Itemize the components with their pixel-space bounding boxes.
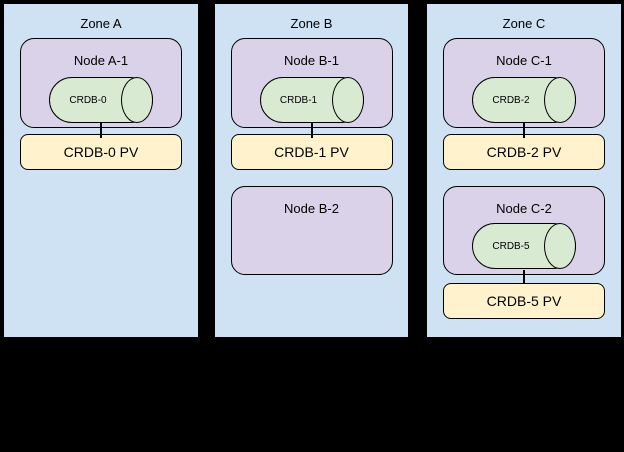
node-b-2-title: Node B-2	[284, 201, 339, 216]
crdb-1-pv: CRDB-1 PV	[230, 134, 393, 170]
crdb-0-pv: CRDB-0 PV	[20, 134, 182, 170]
node-a-1-title: Node A-1	[73, 53, 129, 68]
crdb-2-pv: CRDB-2 PV	[443, 134, 605, 170]
crdb-5-database-cylinder-icon: CRDB-5	[472, 223, 576, 269]
zone-c-title: Zone C	[502, 16, 546, 31]
node-b-2: Node B-2	[230, 186, 393, 275]
crdb-0-label: CRDB-0	[69, 94, 107, 106]
node-b-1: Node B-1 CRDB-1	[230, 38, 393, 128]
cylinder-cap	[331, 77, 364, 123]
cylinder-cap	[544, 223, 576, 269]
crdb-1-database-cylinder-icon: CRDB-1	[259, 77, 364, 123]
crdb-0-database-cylinder-icon: CRDB-0	[49, 77, 153, 123]
cylinder-cap	[544, 77, 576, 123]
node-c-1-title: Node C-1	[496, 53, 552, 68]
connector-crdb-5-to-pv	[523, 270, 525, 283]
crdb-5-pv: CRDB-5 PV	[443, 283, 605, 319]
zone-a-title: Zone A	[80, 16, 122, 31]
crdb-2-database-cylinder-icon: CRDB-2	[472, 77, 576, 123]
zone-b-title: Zone B	[290, 16, 333, 31]
connector-crdb-1-to-pv	[310, 123, 313, 138]
crdb-1-label: CRDB-1	[279, 94, 318, 106]
cylinder-cap	[121, 77, 153, 123]
node-c-2: Node C-2 CRDB-5	[443, 186, 605, 275]
connector-crdb-2-to-pv	[523, 123, 525, 138]
crdb-5-label: CRDB-5	[492, 240, 530, 252]
connector-crdb-0-to-pv	[100, 123, 102, 138]
node-b-1-title: Node B-1	[284, 53, 339, 68]
node-c-1: Node C-1 CRDB-2	[443, 38, 605, 128]
zone-a: Zone A Node A-1 CRDB-0 CRDB-0 PV	[2, 2, 200, 339]
zone-c: Zone C Node C-1 CRDB-2 CRDB-2 PV Node C-…	[425, 2, 623, 339]
crdb-2-label: CRDB-2	[492, 94, 530, 106]
zone-b: Zone B Node B-1 CRDB-1 CRDB-1 PV Node B-…	[213, 2, 410, 339]
node-c-2-title: Node C-2	[496, 201, 552, 216]
node-a-1: Node A-1 CRDB-0	[20, 38, 182, 128]
